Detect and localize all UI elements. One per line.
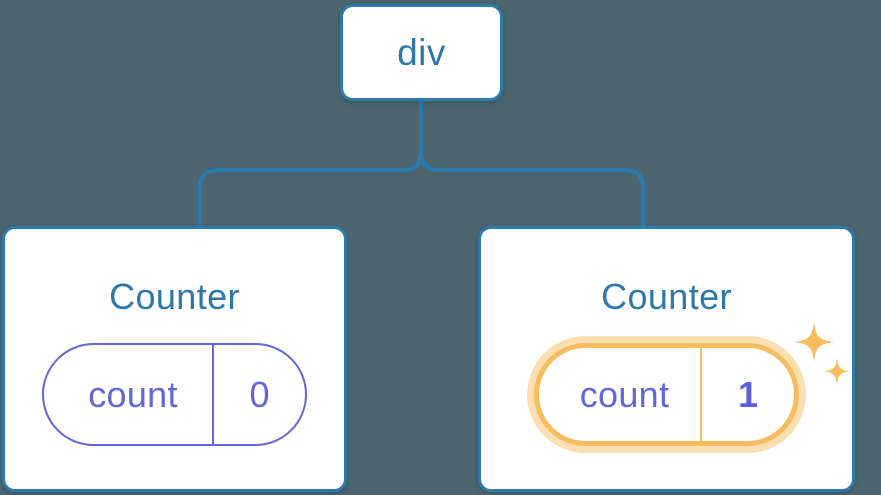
connector-branch-right [419,150,645,228]
node-counter-left[interactable]: Counter count 0 [2,226,347,492]
sparkle-star-small [824,358,850,385]
node-root-div[interactable]: div [340,4,503,101]
state-key-label: count [44,345,214,444]
state-value-label: 1 [737,373,759,415]
state-key-label: count [539,348,702,441]
state-value-label: 0 [249,373,270,415]
state-pill-count[interactable]: count 0 [42,343,307,446]
state-pill-wrapper: count 0 [42,343,307,446]
root-node-label: div [397,32,446,73]
state-pill-wrapper: count 1 [534,322,850,446]
node-title: Counter [109,276,240,317]
connector-branch-left [198,150,423,228]
sparkle-icon [794,322,850,385]
node-counter-right[interactable]: Counter count 1 [478,226,855,492]
sparkle-star-large [794,322,834,362]
state-pill-count-updated[interactable]: count 1 [534,343,799,446]
node-title: Counter [601,276,732,317]
